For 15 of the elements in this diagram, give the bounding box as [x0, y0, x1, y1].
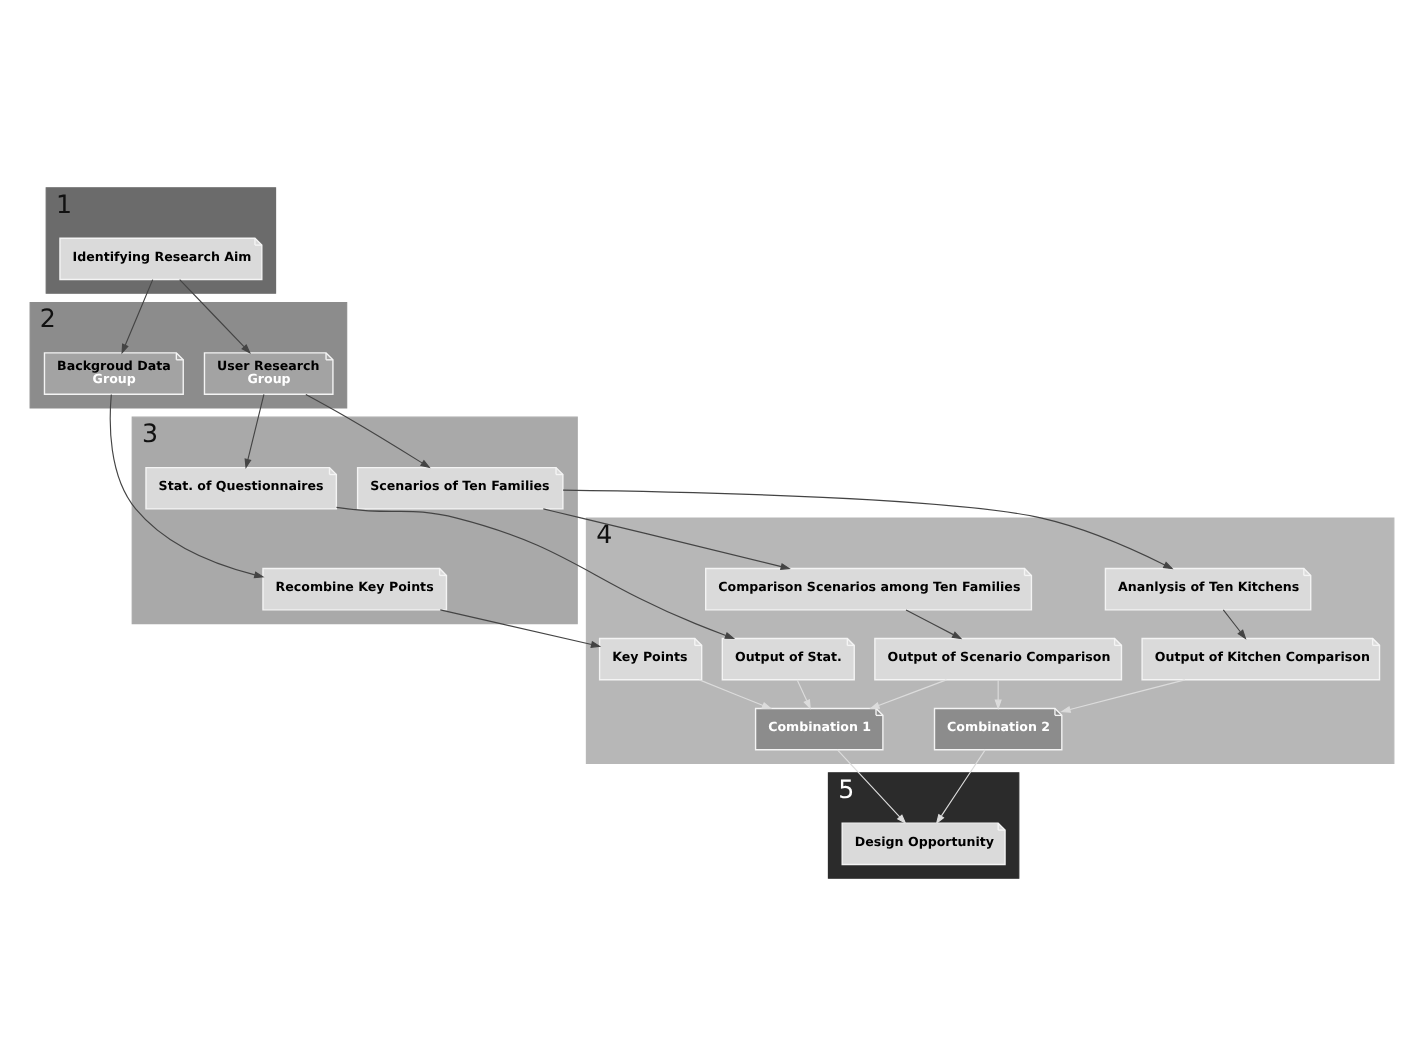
arrow: [796, 678, 811, 709]
arrow: [305, 392, 431, 468]
arrow: [905, 608, 963, 639]
arrow: [244, 392, 265, 469]
arrow: [542, 507, 791, 569]
arrow: [439, 608, 602, 647]
arrow: [109, 392, 265, 578]
arrow: [1222, 608, 1247, 639]
arrow: [179, 278, 251, 353]
arrow: [121, 278, 154, 354]
arrow: [335, 505, 736, 638]
arrow: [836, 748, 907, 824]
arrow: [1060, 678, 1186, 712]
arrow: [698, 678, 773, 709]
arrow: [562, 488, 1174, 569]
